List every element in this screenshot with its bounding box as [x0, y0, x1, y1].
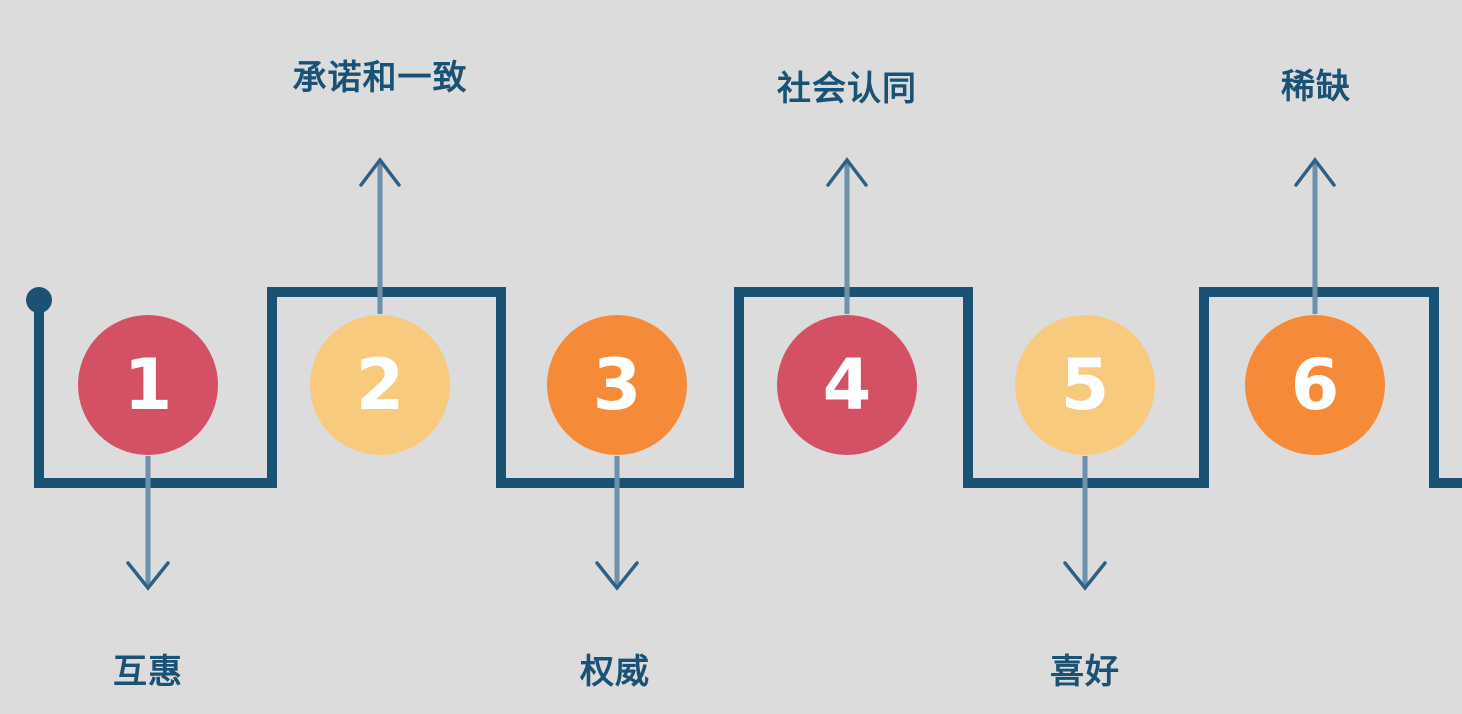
step-item: 4: [777, 315, 917, 455]
timeline-path: [34, 287, 1462, 488]
step-label: 互惠: [113, 652, 183, 692]
up-arrow: [1294, 157, 1336, 314]
step-circle: 2: [310, 315, 450, 455]
down-arrow: [595, 456, 639, 591]
step-label: 权威: [580, 652, 650, 692]
step-item: 3: [547, 315, 687, 455]
step-number: 6: [1290, 344, 1340, 426]
step-number: 4: [822, 344, 872, 426]
step-circle: 6: [1245, 315, 1385, 455]
step-number: 1: [123, 344, 173, 426]
step-circle: 1: [78, 315, 218, 455]
step-number: 3: [592, 344, 642, 426]
step-item: 1: [78, 315, 218, 455]
start-dot-icon: [26, 287, 52, 313]
step-label: 承诺和一致: [292, 58, 468, 98]
up-arrow: [359, 157, 401, 314]
step-circle: 4: [777, 315, 917, 455]
step-item: 6: [1245, 315, 1385, 455]
step-circle: 5: [1015, 315, 1155, 455]
step-circle: 3: [547, 315, 687, 455]
arrow-head-icon: [595, 561, 639, 591]
step-item: 5: [1015, 315, 1155, 455]
step-number: 5: [1060, 344, 1110, 426]
down-arrow: [126, 456, 170, 591]
arrow-head-icon: [1294, 157, 1336, 187]
arrow-head-icon: [359, 157, 401, 187]
arrow-head-icon: [126, 561, 170, 591]
down-arrow: [1063, 456, 1107, 591]
step-item: 2: [310, 315, 450, 455]
up-arrow: [826, 157, 868, 314]
arrow-head-icon: [826, 157, 868, 187]
step-label: 喜好: [1050, 652, 1120, 692]
step-number: 2: [355, 344, 405, 426]
arrow-head-icon: [1063, 561, 1107, 591]
step-label: 社会认同: [777, 69, 917, 109]
step-label: 稀缺: [1281, 67, 1351, 107]
